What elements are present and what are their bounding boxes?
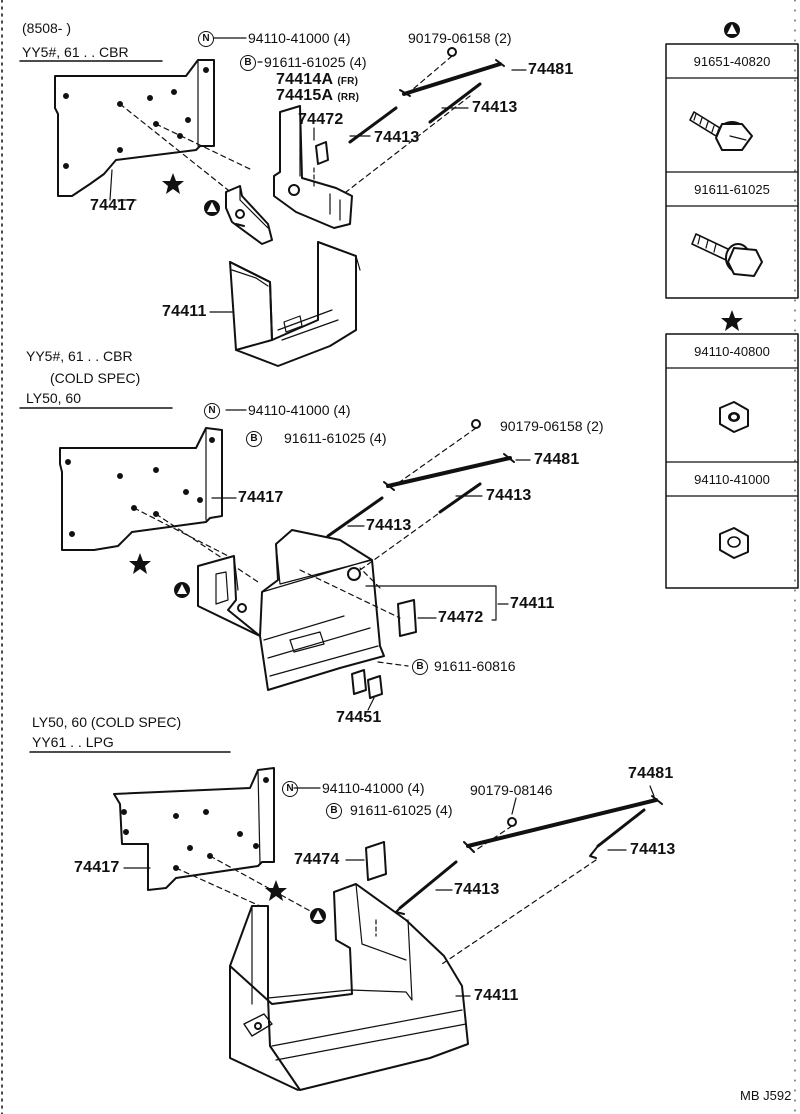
s1-n-part: 94110-41000 (4) (248, 30, 351, 46)
s1-bolt-top: 90179-06158 (2) (408, 30, 512, 46)
b-marker-icon: B (240, 55, 256, 72)
s1-label-74413-right: 74413 (472, 99, 518, 116)
section2-bracket-74417 (59, 427, 223, 551)
s3-b-part: 91611-61025 (4) (350, 802, 453, 818)
table-star-frame (665, 333, 799, 589)
section3-battery-tray-74411 (229, 883, 469, 1091)
s1-label-74413-left: 74413 (374, 129, 420, 146)
b-marker-icon: B (326, 803, 342, 820)
s2-b-part: 91611-61025 (4) (284, 430, 387, 446)
table-a-row1: 91651-40820 (693, 54, 771, 69)
s1-b-marker: B (240, 54, 258, 72)
bolt-with-washer-icon (689, 111, 753, 151)
s2-heading-line1: YY5#, 61 . . CBR (26, 348, 133, 364)
s1-n-marker: N (198, 30, 216, 48)
n-marker-icon: N (204, 403, 220, 420)
s1-heading-line1: (8508- ) (22, 20, 72, 36)
n-marker-icon: N (198, 31, 214, 48)
s1-label-74414a: 74414A (FR) (276, 71, 359, 88)
s2-label-74417: 74417 (238, 489, 284, 506)
b-marker-icon: B (412, 659, 428, 676)
section1-pad-74472 (315, 141, 329, 165)
nut-icon-2 (719, 527, 749, 559)
s2-b-part2: 91611-60816 (434, 658, 516, 674)
section2-clamp-74451 (351, 669, 383, 699)
table-star-row1: 94110-40800 (694, 344, 770, 359)
s1-label-74481: 74481 (528, 61, 574, 78)
n-marker-icon: N (282, 781, 298, 798)
section1-bracket-74417 (54, 59, 215, 197)
s3-n-marker: N (282, 780, 300, 798)
s2-bolt-top: 90179-06158 (2) (500, 418, 604, 434)
section1-clamp-plate (225, 185, 273, 245)
s1-label-74472: 74472 (298, 111, 344, 128)
s1-label-74411: 74411 (162, 303, 207, 320)
s2-label-74411: 74411 (510, 595, 555, 612)
s3-heading-line2: YY61 . . LPG (32, 734, 114, 750)
table-star-row2: 94110-41000 (694, 472, 770, 487)
section2-battery-tray-74411 (197, 529, 385, 691)
s3-b-marker: B (326, 802, 344, 820)
s2-heading-line3: LY50, 60 (26, 390, 82, 406)
s3-label-74481: 74481 (628, 765, 674, 782)
s2-b-marker-2: B (412, 658, 430, 676)
s2-label-74413-left: 74413 (366, 517, 412, 534)
s3-label-74474: 74474 (294, 851, 340, 868)
s2-heading-line2: (COLD SPEC) (50, 370, 141, 386)
s2-n-part: 94110-41000 (4) (248, 402, 351, 418)
s3-heading-line1: LY50, 60 (COLD SPEC) (32, 714, 182, 730)
flange-bolt-icon (691, 233, 763, 277)
s3-label-74411: 74411 (474, 987, 519, 1004)
section1-holder-74414a (273, 105, 353, 229)
s3-bolt-top: 90179-08146 (470, 782, 553, 798)
section1-battery-tray-74411 (229, 241, 361, 367)
s3-label-74413-right: 74413 (630, 841, 676, 858)
s3-label-74413-left: 74413 (454, 881, 500, 898)
s2-label-74472: 74472 (438, 609, 484, 626)
s3-label-74417: 74417 (74, 859, 120, 876)
section3-bracket-74417 (113, 767, 275, 891)
s2-label-74481: 74481 (534, 451, 580, 468)
s3-n-part: 94110-41000 (4) (322, 780, 425, 796)
table-a-frame (665, 43, 799, 299)
section3-pad-74474 (365, 841, 387, 881)
s1-label-74417: 74417 (90, 197, 136, 214)
s2-n-marker: N (204, 402, 222, 420)
section3-rods (395, 795, 663, 915)
s1-b-part: 91611-61025 (4) (264, 54, 367, 70)
table-a-row2: 91611-61025 (694, 182, 770, 197)
s2-b-marker: B (246, 430, 264, 448)
section1-rods (348, 47, 505, 144)
s1-label-74415a: 74415A (RR) (276, 87, 360, 104)
b-marker-icon: B (246, 431, 262, 448)
nut-icon (719, 401, 749, 433)
footer-code: MB J592 (740, 1088, 792, 1103)
s1-heading-line2: YY5#, 61 . . CBR (22, 44, 129, 60)
section2-pad-74472 (397, 599, 417, 637)
s2-label-74413-right: 74413 (486, 487, 532, 504)
s2-label-74451: 74451 (336, 709, 382, 726)
section2-rods (326, 419, 515, 538)
